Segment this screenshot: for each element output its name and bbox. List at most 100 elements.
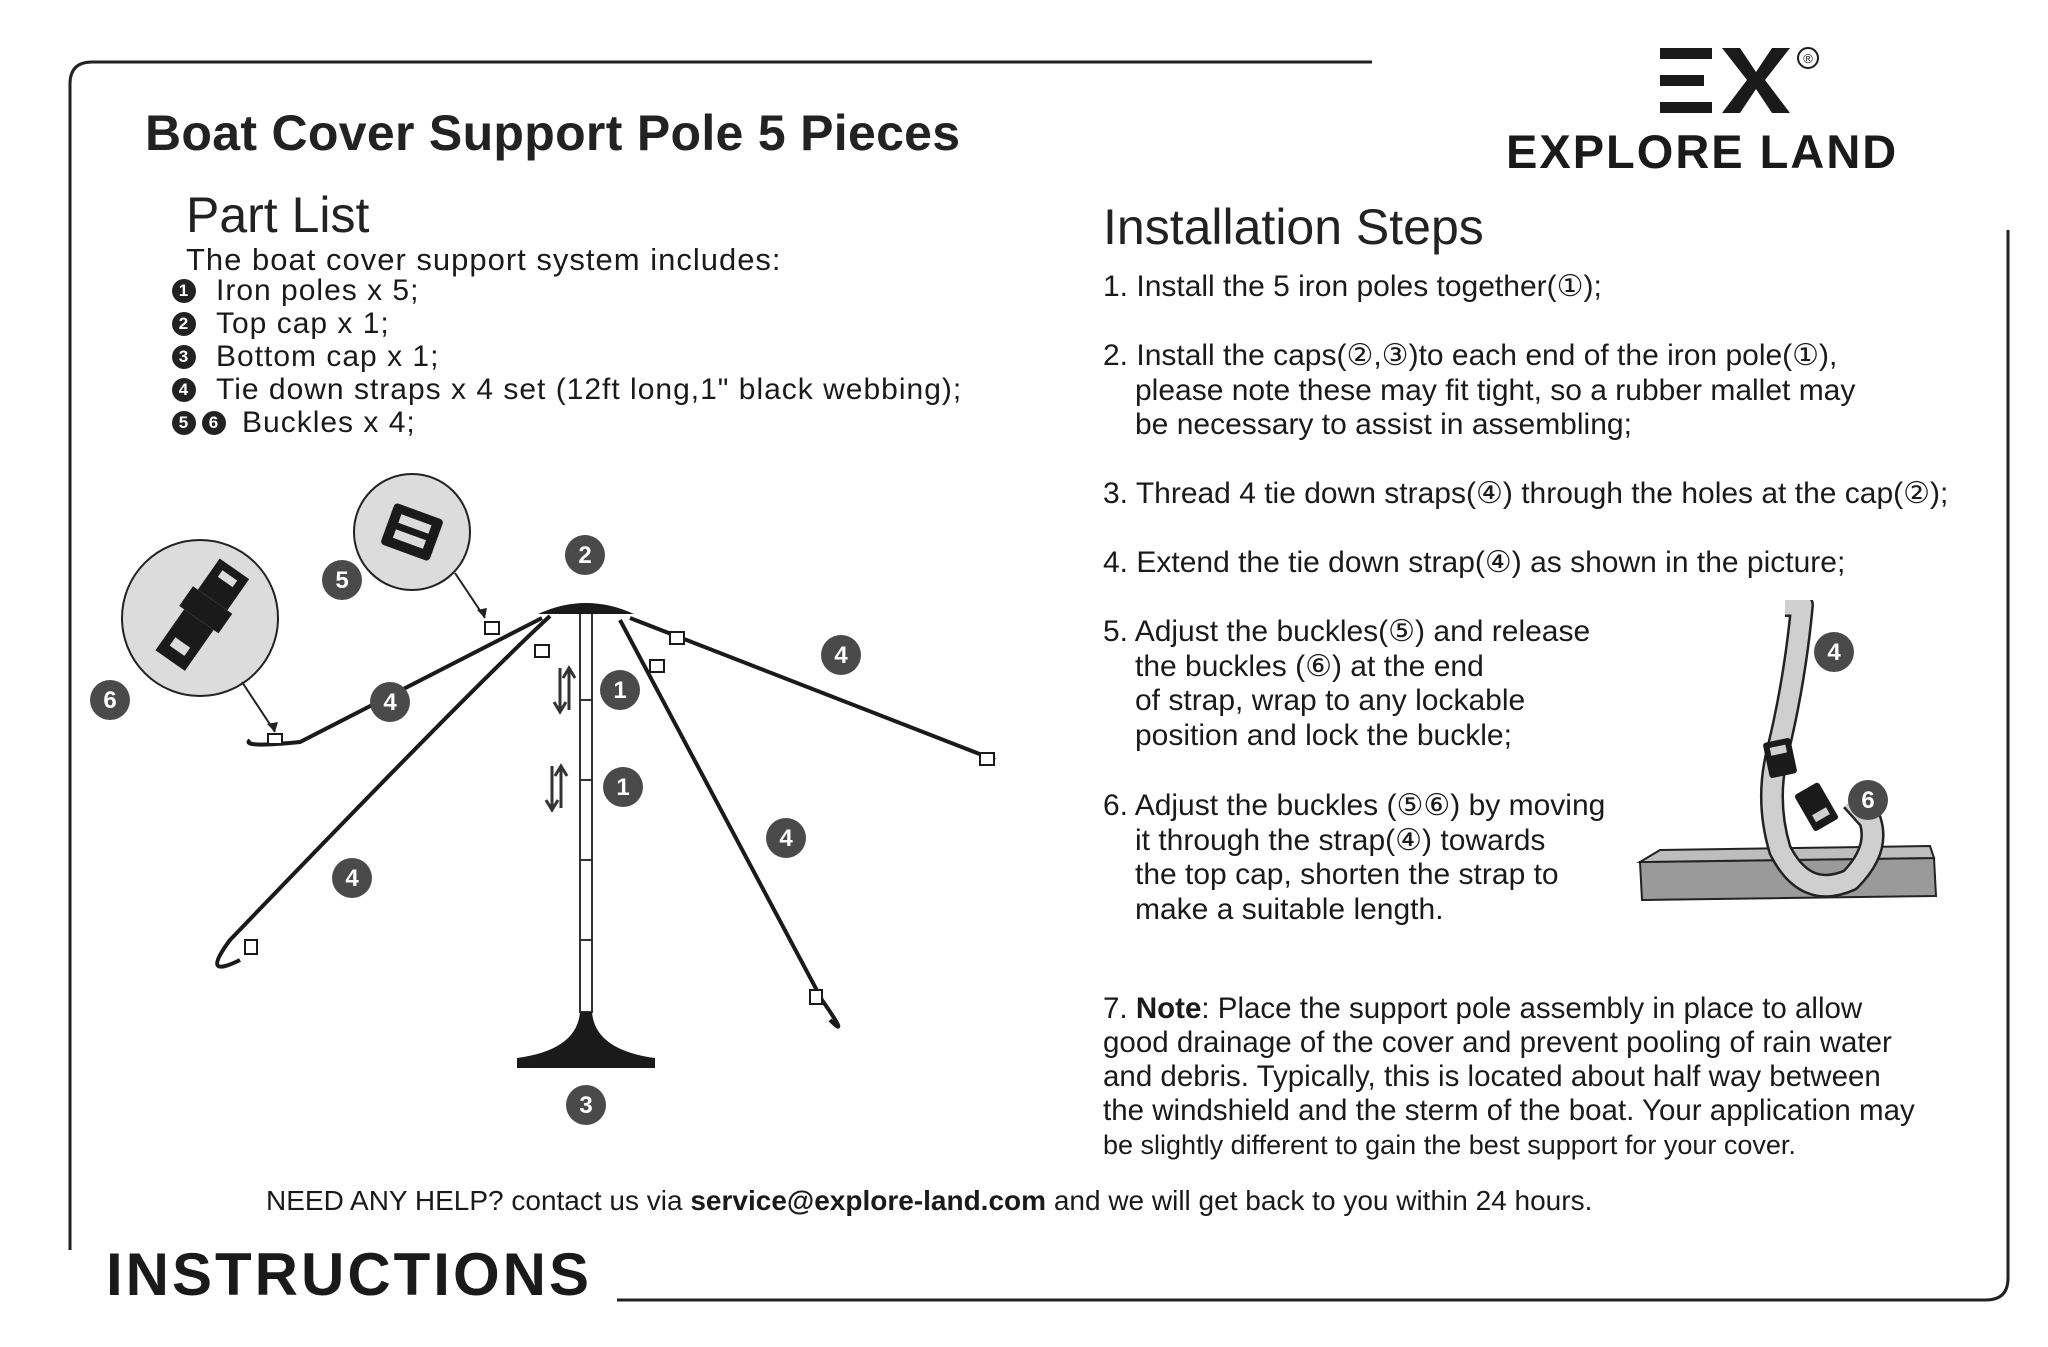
svg-text:5: 5 — [335, 567, 348, 594]
strap-left-lower — [215, 614, 552, 969]
support-email-link[interactable]: service@explore-land.com — [690, 1185, 1047, 1216]
buckle-icon — [1763, 738, 1797, 778]
part-item: 1 Iron poles x 5; — [172, 274, 419, 308]
top-cap — [538, 603, 634, 614]
label-badge-pole-upper: 1 — [600, 670, 640, 710]
installation-heading: Installation Steps — [1103, 199, 1484, 255]
note-line: and debris. Typically, this is located a… — [1103, 1060, 1881, 1093]
svg-text:6: 6 — [103, 687, 116, 714]
svg-text:1: 1 — [616, 774, 629, 801]
install-note: 7. Note: Place the support pole assembly… — [1103, 992, 1915, 1162]
ex-logo-icon: ® — [1660, 47, 1819, 113]
svg-text:6: 6 — [1861, 787, 1874, 814]
number-badge: 3 — [172, 345, 196, 369]
bottom-cap — [517, 1012, 655, 1068]
svg-text:2: 2 — [578, 542, 591, 569]
buckle-icon — [809, 989, 823, 1005]
install-step: 6. Adjust the buckles (⑤⑥) by moving it … — [1103, 789, 1605, 927]
buckle-icon — [484, 621, 500, 635]
part-item: 2 Top cap x 1; — [172, 307, 390, 341]
help-line: NEED ANY HELP? contact us via service@ex… — [266, 1185, 1592, 1217]
part-label: Buckles x 4; — [242, 406, 416, 439]
part-label: Bottom cap x 1; — [216, 340, 440, 373]
number-badge: 1 — [172, 279, 196, 303]
svg-text:4: 4 — [345, 865, 359, 892]
svg-text:4: 4 — [834, 642, 848, 669]
step-line: 5. Adjust the buckles(⑤) and release — [1103, 615, 1591, 648]
registered-mark: ® — [1803, 51, 1813, 66]
label-badge-bottom-cap: 3 — [566, 1085, 606, 1125]
brand-name: EXPLORE LAND — [1506, 125, 1899, 178]
label-badge-strap-left-lower: 4 — [332, 858, 372, 898]
buckle-6-detail — [121, 539, 279, 733]
svg-text:1: 1 — [613, 677, 626, 704]
label-badge-top-cap: 2 — [565, 535, 605, 575]
label-badge-strap-right-lower: 4 — [766, 818, 806, 858]
svg-text:4: 4 — [1827, 639, 1841, 666]
step-line: of strap, wrap to any lockable — [1135, 684, 1526, 717]
step-line: please note these may fit tight, so a ru… — [1135, 373, 1856, 407]
note-label: Note — [1135, 992, 1202, 1025]
label-badge-detail-strap: 4 — [1814, 632, 1854, 672]
number-badge: 6 — [202, 411, 226, 435]
number-badge: 5 — [172, 411, 196, 435]
part-list-heading: Part List — [186, 187, 370, 243]
step-line: the top cap, shorten the strap to — [1135, 858, 1559, 891]
label-badge-strap-right-upper: 4 — [821, 635, 861, 675]
label-badge-pole-lower: 1 — [603, 767, 643, 807]
install-step: 1. Install the 5 iron poles together(①); — [1103, 270, 1602, 305]
step-line: 2. Install the caps(②,③)to each end of t… — [1103, 339, 1838, 372]
part-label: Top cap x 1; — [216, 307, 390, 340]
iron-pole — [579, 611, 593, 1013]
strap-right-lower — [618, 619, 841, 1029]
strap-right-upper — [629, 616, 996, 762]
assembly-diagram: 2 3 1 1 4 4 4 4 5 6 — [90, 473, 996, 1125]
install-step: 2. Install the caps(②,③)to each end of t… — [1103, 339, 1855, 443]
step-line: 4. Extend the tie down strap(④) as shown… — [1103, 546, 1846, 579]
number-badge: 4 — [172, 378, 196, 402]
part-item: 5 6 Buckles x 4; — [172, 406, 416, 440]
label-badge-detail-buckle: 6 — [1848, 780, 1888, 820]
label-badge-buckle-6: 6 — [90, 680, 130, 720]
part-list-intro: The boat cover support system includes: — [186, 242, 782, 277]
page-title: Boat Cover Support Pole 5 Pieces — [145, 105, 961, 161]
note-line: good drainage of the cover and prevent p… — [1103, 1026, 1892, 1059]
help-suffix: and we will get back to you within 24 ho… — [1046, 1185, 1593, 1216]
note-line: the windshield and the sterm of the boat… — [1103, 1094, 1915, 1127]
note-prefix: 7. — [1103, 992, 1136, 1025]
part-item: 3 Bottom cap x 1; — [172, 340, 439, 374]
brand-logo: ® — [1650, 40, 1830, 125]
step-line: 1. Install the 5 iron poles together(①); — [1103, 270, 1602, 303]
buckle-icon — [244, 939, 258, 955]
buckle-5-detail — [353, 473, 487, 619]
buckle-icon — [534, 644, 550, 658]
label-badge-strap-left-upper: 4 — [370, 682, 410, 722]
step-line: be necessary to assist in assembling; — [1135, 408, 1632, 441]
part-label: Iron poles x 5; — [216, 274, 420, 307]
install-step: 4. Extend the tie down strap(④) as shown… — [1103, 546, 1845, 581]
strap-buckle-detail: 4 6 — [1636, 600, 1938, 902]
step-line: 3. Thread 4 tie down straps(④) through t… — [1103, 477, 1949, 510]
step-line: 6. Adjust the buckles (⑤⑥) by moving — [1103, 789, 1606, 822]
buckle-icon — [979, 752, 995, 766]
instructions-title: INSTRUCTIONS — [106, 1241, 592, 1308]
svg-text:3: 3 — [579, 1092, 592, 1119]
step-line: the buckles (⑥) at the end — [1135, 649, 1484, 683]
buckle-icon — [267, 733, 283, 745]
step-line: position and lock the buckle; — [1135, 718, 1512, 752]
strap-left-upper — [246, 616, 543, 747]
note-line: : Place the support pole assembly in pla… — [1201, 992, 1863, 1025]
buckle-icon — [669, 631, 685, 645]
buckle-icon — [1794, 782, 1839, 831]
step-line: it through the strap(④) towards — [1135, 823, 1546, 857]
help-prefix: NEED ANY HELP? contact us via — [266, 1185, 691, 1216]
part-item: 4 Tie down straps x 4 set (12ft long,1" … — [172, 373, 962, 407]
step-line: make a suitable length. — [1135, 892, 1444, 926]
part-label: Tie down straps x 4 set (12ft long,1" bl… — [216, 373, 963, 406]
buckle-icon — [649, 659, 665, 673]
svg-text:4: 4 — [779, 825, 793, 852]
svg-text:4: 4 — [383, 689, 397, 716]
label-badge-buckle-5: 5 — [322, 560, 362, 600]
note-line: be slightly different to gain the best s… — [1103, 1130, 1796, 1160]
